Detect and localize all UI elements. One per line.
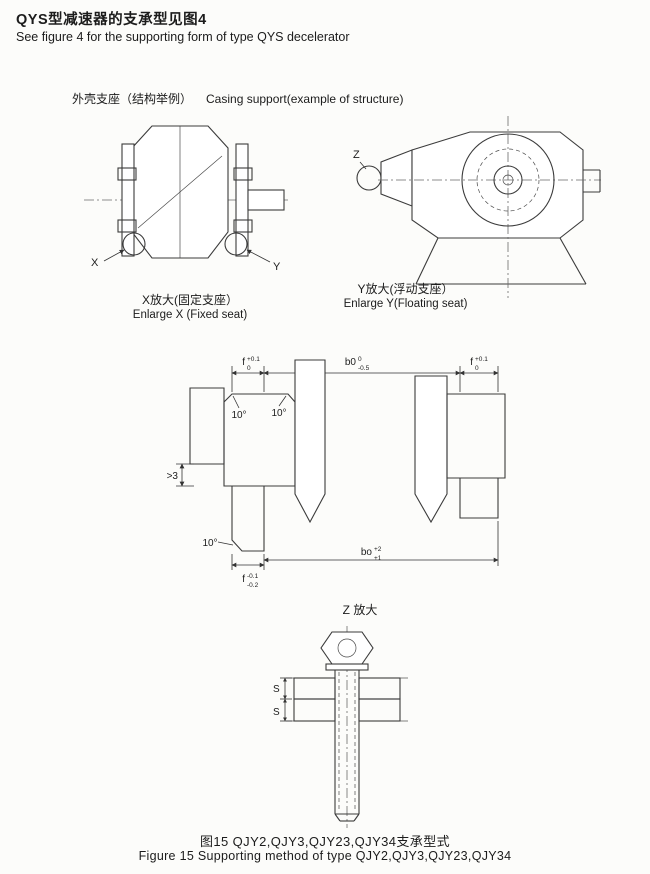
caption-enlarge-y-zh: Y放大(浮动支座）: [357, 282, 454, 296]
dim-f-right-sup: +0.1: [475, 356, 488, 363]
casing-support-label: 外壳支座（结构举例） Casing support(example of stru…: [72, 90, 403, 107]
output-shaft: [247, 189, 285, 211]
dim-bo: bo: [361, 547, 373, 558]
caption-enlarge-z: Z 放大: [342, 603, 378, 617]
callout-x-label: X: [91, 257, 99, 269]
dim-f-lower-sup: -0.1: [247, 573, 259, 580]
stud: [334, 670, 360, 822]
dim-f-left-sup: +0.1: [247, 356, 260, 363]
support-plate-left: [294, 359, 326, 524]
figure-caption-zh: 图15 QJY2,QJY3,QJY23,QJY34支承型式: [199, 834, 451, 849]
callout-z-label: Z: [353, 149, 360, 161]
dim-s-upper: S: [273, 684, 280, 695]
casing-support-label-zh: 外壳支座（结构举例）: [72, 92, 193, 106]
drawing-z-detail: S S: [273, 626, 408, 828]
page-title-en: See figure 4 for the supporting form of …: [16, 30, 350, 44]
dim-f-lower: f: [242, 574, 245, 585]
dim-b0-sub: -0.5: [358, 365, 370, 372]
drawing-section-detail: f +0.1 0 b0 0 -0.5 f +0.1 0 10° 10° 10°: [167, 356, 506, 589]
dim-b0: b0: [345, 357, 357, 368]
dim-f-lower-sub: -0.2: [247, 582, 259, 589]
caption-enlarge-y: Y放大(浮动支座） Enlarge Y(Floating seat): [318, 281, 493, 313]
s-dimensions: S S: [273, 677, 292, 722]
gear-bore-circles: [378, 116, 601, 298]
callout-y-label: Y: [273, 261, 281, 273]
dim-f-right: f: [470, 357, 473, 368]
top-dimension-chain: f +0.1 0 b0 0 -0.5 f +0.1 0: [231, 356, 499, 392]
drawing-side-view: X Y: [84, 125, 288, 273]
housing-end-outline: [411, 131, 587, 285]
hex-nut: [320, 631, 374, 671]
bottom-dimension-chain: f -0.1 -0.2 bo +2 +1: [231, 521, 499, 589]
drawing-end-view: Z: [353, 116, 601, 298]
caption-enlarge-x-zh: X放大(固定支座）: [141, 293, 238, 307]
dim-bo-sub: +1: [374, 555, 382, 562]
support-plate-right: [414, 375, 448, 524]
fixed-seat-section: 10° 10° 10° >3: [167, 359, 326, 552]
casing-support-label-en: Casing support(example of structure): [206, 92, 404, 106]
figure-caption-en: Figure 15 Supporting method of type QJY2…: [138, 849, 512, 863]
dim-f-left: f: [242, 357, 245, 368]
caption-enlarge-y-en: Enlarge Y(Floating seat): [343, 298, 468, 311]
caption-enlarge-x: X放大(固定支座） Enlarge X (Fixed seat): [105, 292, 275, 324]
angle-label-3: 10°: [202, 538, 217, 549]
callout-y: Y: [224, 232, 281, 273]
angle-label-1: 10°: [231, 410, 246, 421]
floating-seat-section: [414, 375, 506, 524]
page-title-zh: QYS型减速器的支承型见图4: [16, 12, 207, 28]
shaft-stub: [583, 169, 601, 193]
left-bearing-flange: [117, 143, 137, 257]
callout-x: X: [91, 232, 146, 269]
callout-z: Z: [353, 149, 382, 191]
dim-s-lower: S: [273, 707, 280, 718]
caption-enlarge-x-en: Enlarge X (Fixed seat): [132, 309, 248, 322]
support-bracket: [380, 149, 413, 207]
dim-f-right-sub: 0: [475, 365, 479, 372]
dim-b0-sup: 0: [358, 356, 362, 363]
dim-bo-sup: +2: [374, 546, 382, 553]
dim-min-gap: >3: [167, 471, 179, 482]
angle-label-2: 10°: [271, 408, 286, 419]
washer: [325, 663, 369, 671]
dim-f-left-sub: 0: [247, 365, 251, 372]
